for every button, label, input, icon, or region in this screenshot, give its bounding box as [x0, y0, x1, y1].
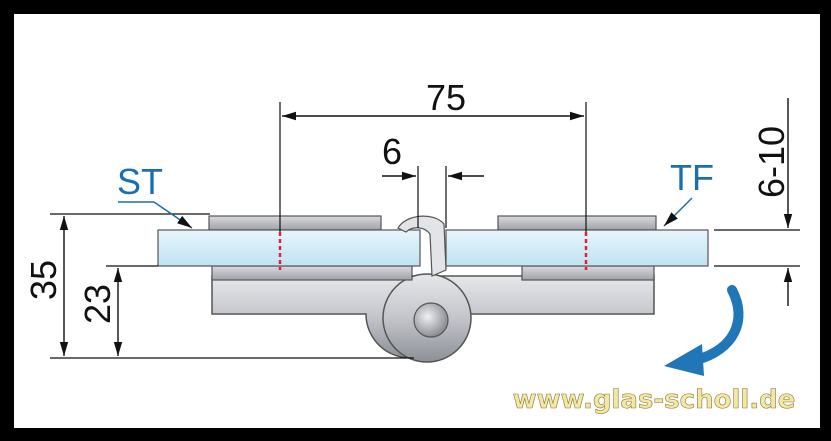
- hinge-body: [211, 273, 655, 363]
- dim-6-10-label: 6-10: [751, 126, 792, 198]
- technical-drawing: 75 6 6-10: [14, 14, 820, 428]
- dim-23-label: 23: [77, 284, 118, 324]
- watermark-text: www.glas-scholl.de: [513, 385, 796, 415]
- dim-6-label: 6: [382, 131, 402, 172]
- dimension-35: 35: [23, 213, 414, 359]
- dimension-6-10: 6-10: [714, 98, 800, 306]
- dimension-6: 6: [382, 131, 484, 228]
- st-label: ST: [117, 161, 163, 202]
- drawing-svg: 75 6 6-10: [23, 77, 800, 415]
- dimension-75: 75: [279, 77, 587, 232]
- right-upper-plate: [497, 215, 657, 231]
- right-glass-pane: [445, 229, 709, 267]
- center-seal: [397, 215, 447, 277]
- rotation-arrow-icon: [664, 285, 744, 376]
- right-lower-plate: [521, 265, 655, 281]
- left-glass-pane: [157, 229, 421, 267]
- dim-75-label: 75: [426, 77, 466, 118]
- dimension-23: 23: [77, 265, 158, 356]
- dim-35-label: 35: [23, 260, 64, 300]
- hinge-pin: [413, 302, 449, 338]
- label-tf: TF: [663, 157, 714, 227]
- left-upper-plate: [208, 215, 382, 231]
- tf-label: TF: [670, 157, 714, 198]
- label-st: ST: [117, 161, 193, 229]
- left-lower-plate: [211, 265, 413, 281]
